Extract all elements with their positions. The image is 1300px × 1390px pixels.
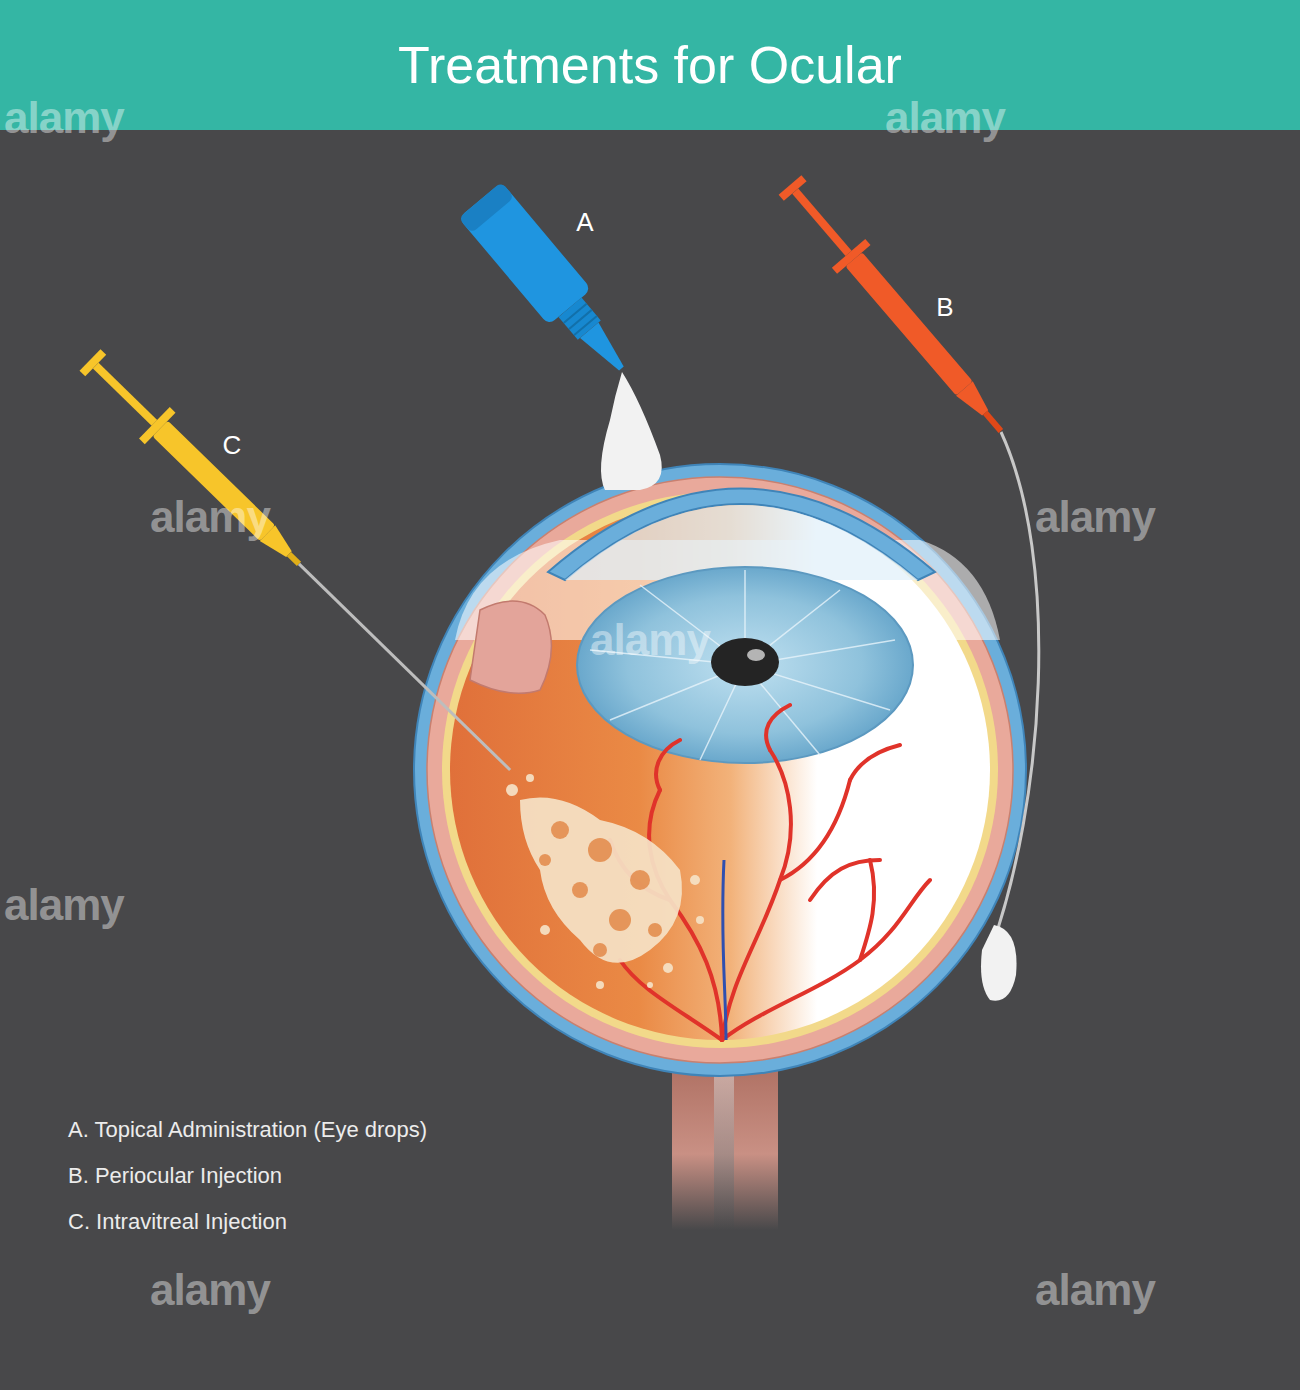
callout-letter: B: [936, 292, 953, 323]
drug-deposit-holes: [539, 821, 662, 957]
periocular-syringe: [773, 171, 1017, 446]
watermark: alamy: [4, 880, 124, 930]
key-entry: C. Intravitreal Injection: [68, 1209, 287, 1235]
optic-nerve-core: [714, 1050, 734, 1230]
ciliary-body: [470, 601, 551, 693]
callout-letter: A: [576, 207, 593, 238]
watermark: alamy: [1035, 1265, 1155, 1315]
sclera: [414, 464, 1026, 1076]
intravitreal-syringe: [75, 344, 526, 785]
watermark: alamy: [150, 492, 270, 542]
watermark: alamy: [1035, 492, 1155, 542]
watermark: alamy: [590, 615, 710, 665]
periocular-needle: [990, 432, 1039, 952]
retinal-vein: [723, 860, 726, 1040]
watermark: alamy: [885, 93, 1005, 143]
key-entry: A. Topical Administration (Eye drops): [68, 1117, 427, 1143]
header-bar: [0, 0, 1300, 130]
pupil: [711, 638, 779, 686]
callout-letter: C: [223, 430, 242, 461]
drug-deposit: [506, 774, 704, 989]
key-entry: B. Periocular Injection: [68, 1163, 282, 1189]
choroid: [427, 477, 1013, 1063]
watermark: alamy: [150, 1265, 270, 1315]
pupil-highlight: [747, 649, 765, 661]
iris: [577, 567, 913, 763]
watermark: alamy: [4, 93, 124, 143]
eye-drop: [601, 372, 662, 490]
eye-drop-bottle: [459, 182, 643, 387]
iris-fibres: [590, 570, 895, 760]
periocular-deposit: [981, 925, 1017, 1001]
page-title: Treatments for Ocular: [0, 0, 1300, 130]
